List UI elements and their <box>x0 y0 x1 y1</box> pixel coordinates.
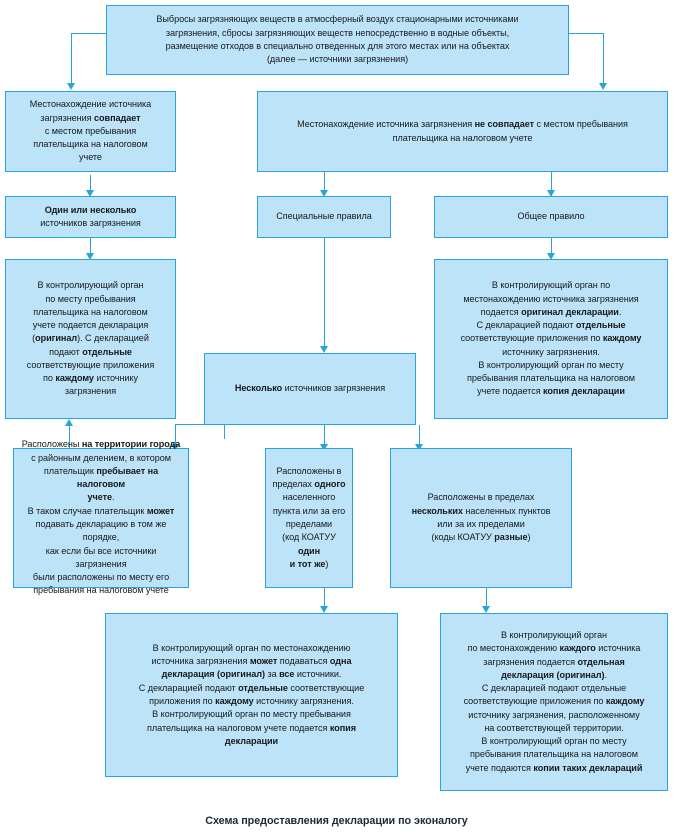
arrow-several-to-one-settlement <box>320 444 329 451</box>
diagram-caption: Схема предоставления декларации по экона… <box>205 815 468 827</box>
arrow-nomatch-to-special <box>320 190 329 197</box>
connector-root-left-vertical <box>71 33 73 85</box>
node-general-rule[interactable]: Общее правило <box>434 196 668 238</box>
node-special-rules[interactable]: Специальные правила <box>257 196 391 238</box>
arrow-general-to-rightdecl <box>547 253 556 260</box>
connector-several-to-several-settlements <box>419 425 421 447</box>
connector-one-settlement-to-single-decl <box>324 588 326 610</box>
arrow-several-to-several-settlements <box>415 444 424 451</box>
connector-several-to-city <box>175 424 177 446</box>
connector-oneormore-to-leftdecl <box>90 238 92 256</box>
node-special-rules-text: Специальные правила <box>276 211 372 222</box>
arrow-root-to-match <box>67 83 76 90</box>
connector-city-to-leftdecl <box>69 426 71 448</box>
connector-several-settlements-to-separate-decl <box>486 588 488 610</box>
connector-root-right-vertical <box>603 33 605 85</box>
node-single-declaration-text: В контролирующий орган по местонахождени… <box>138 642 365 746</box>
connector-nomatch-to-special <box>324 172 326 192</box>
node-location-does-not-match[interactable]: Местонахождение источника загрязнения не… <box>257 91 668 172</box>
arrow-several-settlements-to-separate-decl <box>482 606 491 613</box>
connector-nomatch-to-general <box>551 172 553 192</box>
connector-several-to-one-settlement <box>324 425 326 447</box>
connector-several-branch-left-stub <box>224 425 226 439</box>
node-several-sources[interactable]: Несколько источников загрязнения <box>204 353 416 425</box>
arrow-city-to-leftdecl <box>65 419 74 426</box>
node-pollution-sources-root[interactable]: Выбросы загрязняющих веществ в атмосферн… <box>106 5 569 75</box>
connector-several-branch-left-horizontal <box>175 424 225 426</box>
arrow-special-to-several <box>320 346 329 353</box>
arrow-several-to-city <box>171 444 180 451</box>
node-location-does-not-match-text: Местонахождение источника загрязнения не… <box>297 119 628 143</box>
arrow-nomatch-to-general <box>547 190 556 197</box>
connector-special-to-several <box>324 238 326 348</box>
connector-root-to-left <box>71 33 106 35</box>
node-several-sources-text: Несколько источников загрязнения <box>234 383 386 394</box>
node-root-text: Выбросы загрязняющих веществ в атмосферн… <box>156 14 519 65</box>
arrow-oneormore-to-leftdecl <box>86 253 95 260</box>
node-general-rule-text: Общее правило <box>517 211 585 222</box>
connector-match-to-oneormore <box>90 175 92 192</box>
arrow-match-to-oneormore <box>86 190 95 197</box>
arrow-one-settlement-to-single-decl <box>320 606 329 613</box>
node-single-declaration-for-all-sources[interactable]: В контролирующий орган по местонахождени… <box>105 613 398 777</box>
arrow-root-to-nomatch <box>599 83 608 90</box>
connector-root-to-right <box>569 33 604 35</box>
connector-general-to-rightdecl <box>551 238 553 256</box>
